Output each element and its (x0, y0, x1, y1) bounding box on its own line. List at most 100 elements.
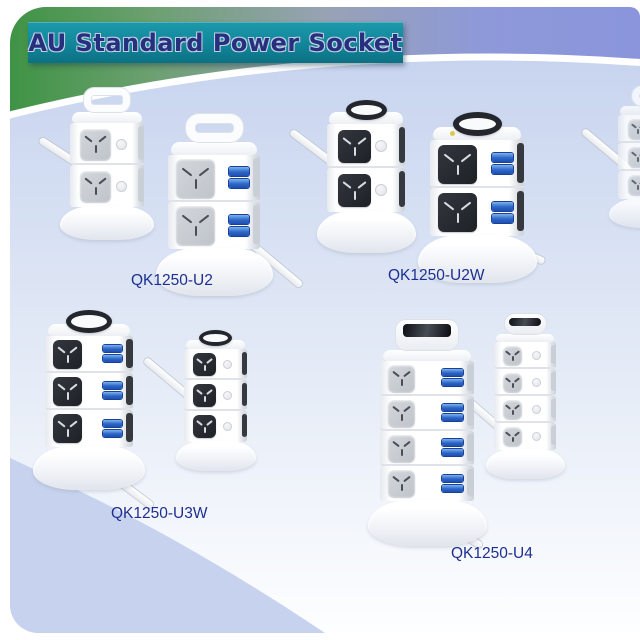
tower-layer (168, 202, 260, 249)
socket-face (388, 365, 415, 392)
socket-slot (392, 370, 400, 378)
usb-port-icon (103, 430, 122, 437)
product-tower (33, 310, 145, 490)
side-socket-hint (399, 127, 405, 163)
socket-slot (403, 370, 411, 378)
tower-top (184, 330, 247, 346)
socket-slot (392, 440, 400, 448)
tower-base (368, 500, 487, 546)
tower-layer (494, 369, 556, 396)
side-socket-hint (551, 372, 556, 391)
side-socket-hint (126, 376, 133, 405)
socket-face (53, 377, 82, 406)
side-socket-hint (253, 158, 260, 197)
socket-slot (342, 136, 352, 145)
socket-slot (403, 475, 411, 483)
socket-face (80, 170, 111, 202)
socket-slot (460, 153, 472, 162)
usb-port-icon (442, 414, 463, 421)
socket-slot (66, 392, 69, 400)
tower-top (494, 314, 556, 334)
socket-slot (98, 176, 107, 185)
socket-face (176, 206, 215, 245)
socket-slot (456, 212, 459, 223)
usb-ports (442, 396, 463, 429)
power-button-icon (532, 432, 541, 441)
socket-face (388, 400, 415, 427)
socket-face (193, 384, 216, 407)
socket-face (388, 435, 415, 462)
usb-ports (229, 202, 249, 249)
socket-slot (196, 389, 203, 395)
usb-port-icon (442, 404, 463, 411)
tower-base (176, 441, 256, 471)
carry-handle-icon (504, 314, 546, 334)
side-socket-hint (138, 168, 144, 202)
socket-slot (511, 410, 514, 415)
socket-slot (203, 365, 206, 371)
usb-ports (103, 373, 122, 408)
tower-layer (494, 396, 556, 423)
tower-layer (494, 342, 556, 369)
page-title: AU Standard Power Socket (28, 28, 403, 57)
socket-slot (511, 437, 514, 442)
tower-cap (170, 142, 258, 155)
socket-slot (357, 136, 367, 145)
tower-layer (380, 431, 474, 466)
socket-face (80, 128, 111, 160)
socket-slot (631, 123, 637, 129)
usb-port-icon (492, 164, 513, 174)
title-bar: AU Standard Power Socket (28, 22, 403, 63)
tower-layer (45, 373, 133, 410)
power-button-icon (375, 184, 387, 196)
socket-face (176, 159, 215, 198)
socket-slot (57, 420, 66, 428)
tower-body (168, 155, 260, 249)
socket-face (438, 192, 477, 232)
socket-slot (514, 377, 520, 383)
handle-inset (509, 318, 541, 327)
socket-slot (511, 356, 514, 361)
socket-slot (637, 129, 639, 134)
tower-layer (494, 423, 556, 450)
side-socket-hint (517, 191, 524, 231)
tower-body (45, 336, 133, 447)
tower-cap (495, 334, 555, 342)
usb-port-icon (442, 369, 463, 376)
socket-slot (84, 134, 93, 143)
socket-slot (456, 164, 459, 175)
usb-port-icon (442, 475, 463, 482)
usb-ports (442, 466, 463, 501)
power-button-icon (223, 391, 232, 400)
socket-slot (194, 226, 197, 236)
socket-slot (206, 389, 213, 395)
power-button-icon (375, 140, 387, 152)
socket-face (438, 144, 477, 184)
tower-layer (618, 115, 640, 143)
power-button-icon (532, 405, 541, 414)
model-label-qk1250-u3w: QK1250-U3W (111, 505, 208, 522)
tower-body (327, 124, 405, 212)
tower-cap (72, 112, 142, 123)
side-socket-hint (467, 434, 474, 461)
side-socket-hint (517, 143, 524, 183)
tower-layer (327, 124, 405, 168)
side-socket-hint (126, 413, 133, 442)
side-socket-hint (253, 205, 260, 244)
socket-slot (342, 180, 352, 189)
usb-port-icon (442, 439, 463, 446)
carry-handle-icon (84, 88, 130, 112)
socket-slot (194, 179, 197, 189)
tower-cap (382, 350, 472, 361)
tower-base (317, 211, 416, 253)
socket-slot (206, 420, 213, 426)
carry-handle-icon (396, 320, 458, 350)
socket-slot (84, 176, 93, 185)
socket-face (338, 173, 371, 207)
usb-port-icon (442, 449, 463, 456)
socket-slot (69, 420, 78, 428)
socket-slot (181, 214, 193, 224)
tower-layer (380, 396, 474, 431)
socket-face (503, 373, 522, 392)
tower-top (327, 100, 405, 120)
